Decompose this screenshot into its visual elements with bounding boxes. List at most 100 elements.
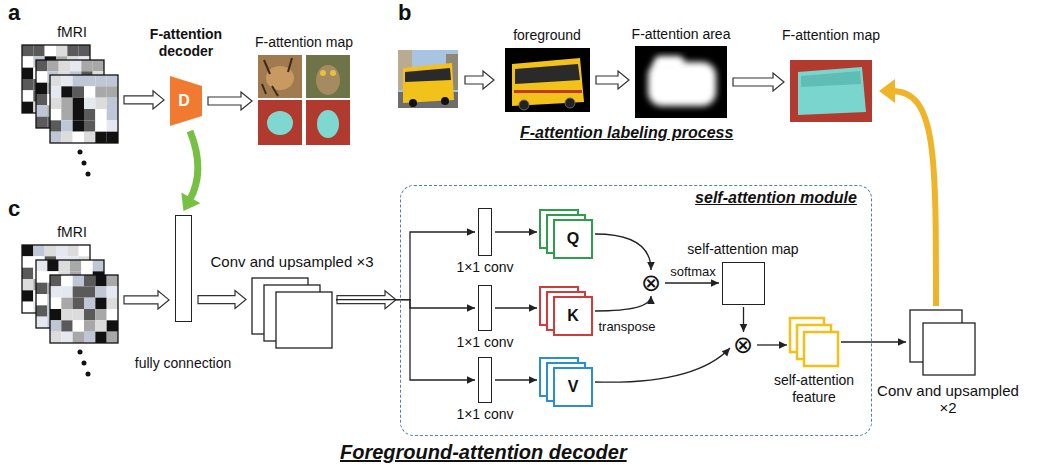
grid-cell [36,60,47,71]
grid-cell [73,132,84,143]
grid-cell [47,260,58,271]
owl-eye [320,70,326,76]
grid-cell [84,132,95,143]
grid-border [22,45,90,113]
value-squares [540,358,592,406]
grid-cell [56,45,67,56]
grid-cell [84,109,95,120]
grid-cell [61,120,72,131]
grid-cell [73,109,84,120]
attention-area-image: F-attention area [635,46,727,118]
connector-line [336,300,475,380]
node-label: self-attention module [695,189,857,206]
arrowhead [467,228,475,236]
grid-sheet [36,260,104,328]
grid-cell [73,275,84,286]
grid-cell [36,83,47,94]
query-squares [540,210,592,258]
connector [181,131,200,211]
dot [82,361,87,366]
grid-cell [22,79,33,90]
node-label: Conv and upsampled ×2 [873,382,1023,416]
grid-cell [22,56,33,67]
node-label: F-attention map [255,34,353,51]
grid-cell [84,298,95,309]
arrowhead [529,376,537,384]
node-label: 1×1 conv [456,334,513,351]
grid-cell [95,120,106,131]
dot [82,161,87,166]
grid-cell [79,245,90,256]
grid-sheet [22,245,90,313]
grid-cell [67,245,78,256]
grid-cell [95,75,106,86]
grid-cell [84,75,95,86]
value-stack: V [540,358,592,406]
tiger-photo [258,55,302,98]
grid-cell [50,132,61,143]
fmri-stack: fMRI [22,245,118,343]
grid-cell [107,286,118,297]
attention-map-image: F-attention map [790,60,872,122]
grid-border [22,245,90,313]
decoder-trapezoid [170,76,202,126]
arrowhead [879,79,895,103]
grid-cell [95,332,106,343]
grid-cell [107,309,118,320]
white-blob [654,56,684,72]
connector-line [892,91,936,306]
grid-cell [22,268,33,279]
black-ground [635,46,727,118]
arrowhead [740,324,748,332]
grid-cell [50,309,61,320]
grid-cell [84,275,95,286]
grid-cell [107,75,118,86]
grid-cell [70,260,81,271]
grid-cell [107,98,118,109]
grid-cell [22,290,33,301]
foreground-image: foreground [505,48,590,112]
connector [495,376,537,384]
grid-cell [22,245,33,256]
connector [336,291,475,312]
connector [595,296,655,311]
grid-cell [70,60,81,71]
owl-body [316,65,340,95]
node-label: F-attention decoder [134,26,238,60]
connector [124,291,169,309]
attention-map-thumbnails [258,55,350,145]
grid-cell [107,320,118,331]
grid-cell [73,120,84,131]
feature-squares [790,318,838,366]
grid-cell [107,86,118,97]
arrowhead [467,376,475,384]
sky [398,50,458,108]
black-ground [505,48,590,112]
grid-cell [73,286,84,297]
grid-cell [61,320,72,331]
bus-photo [398,50,458,108]
grid-cell [67,45,78,56]
grid-cell [107,332,118,343]
grid-cell [22,102,33,113]
grid-cell [93,60,104,71]
connector [495,228,537,236]
attention-map-ground [258,100,302,145]
grid-cell [50,86,61,97]
hollow-arrow [596,71,629,89]
grid-cell [107,132,118,143]
attention-blob [267,111,293,135]
connector [733,73,784,91]
grid-cell [93,260,104,271]
node-label: F-attention map [782,27,880,44]
grid-cell [59,60,70,71]
arrowhead [181,193,200,211]
wheel [409,99,417,107]
grid-cell [59,260,70,271]
fmri-stack: fMRI [22,45,118,143]
conv-bar: 1×1 conv [478,285,492,331]
conv-bar: 1×1 conv [478,357,492,403]
foreground-image [505,48,590,112]
cyan-windows [801,71,861,87]
grid-cell [56,245,67,256]
